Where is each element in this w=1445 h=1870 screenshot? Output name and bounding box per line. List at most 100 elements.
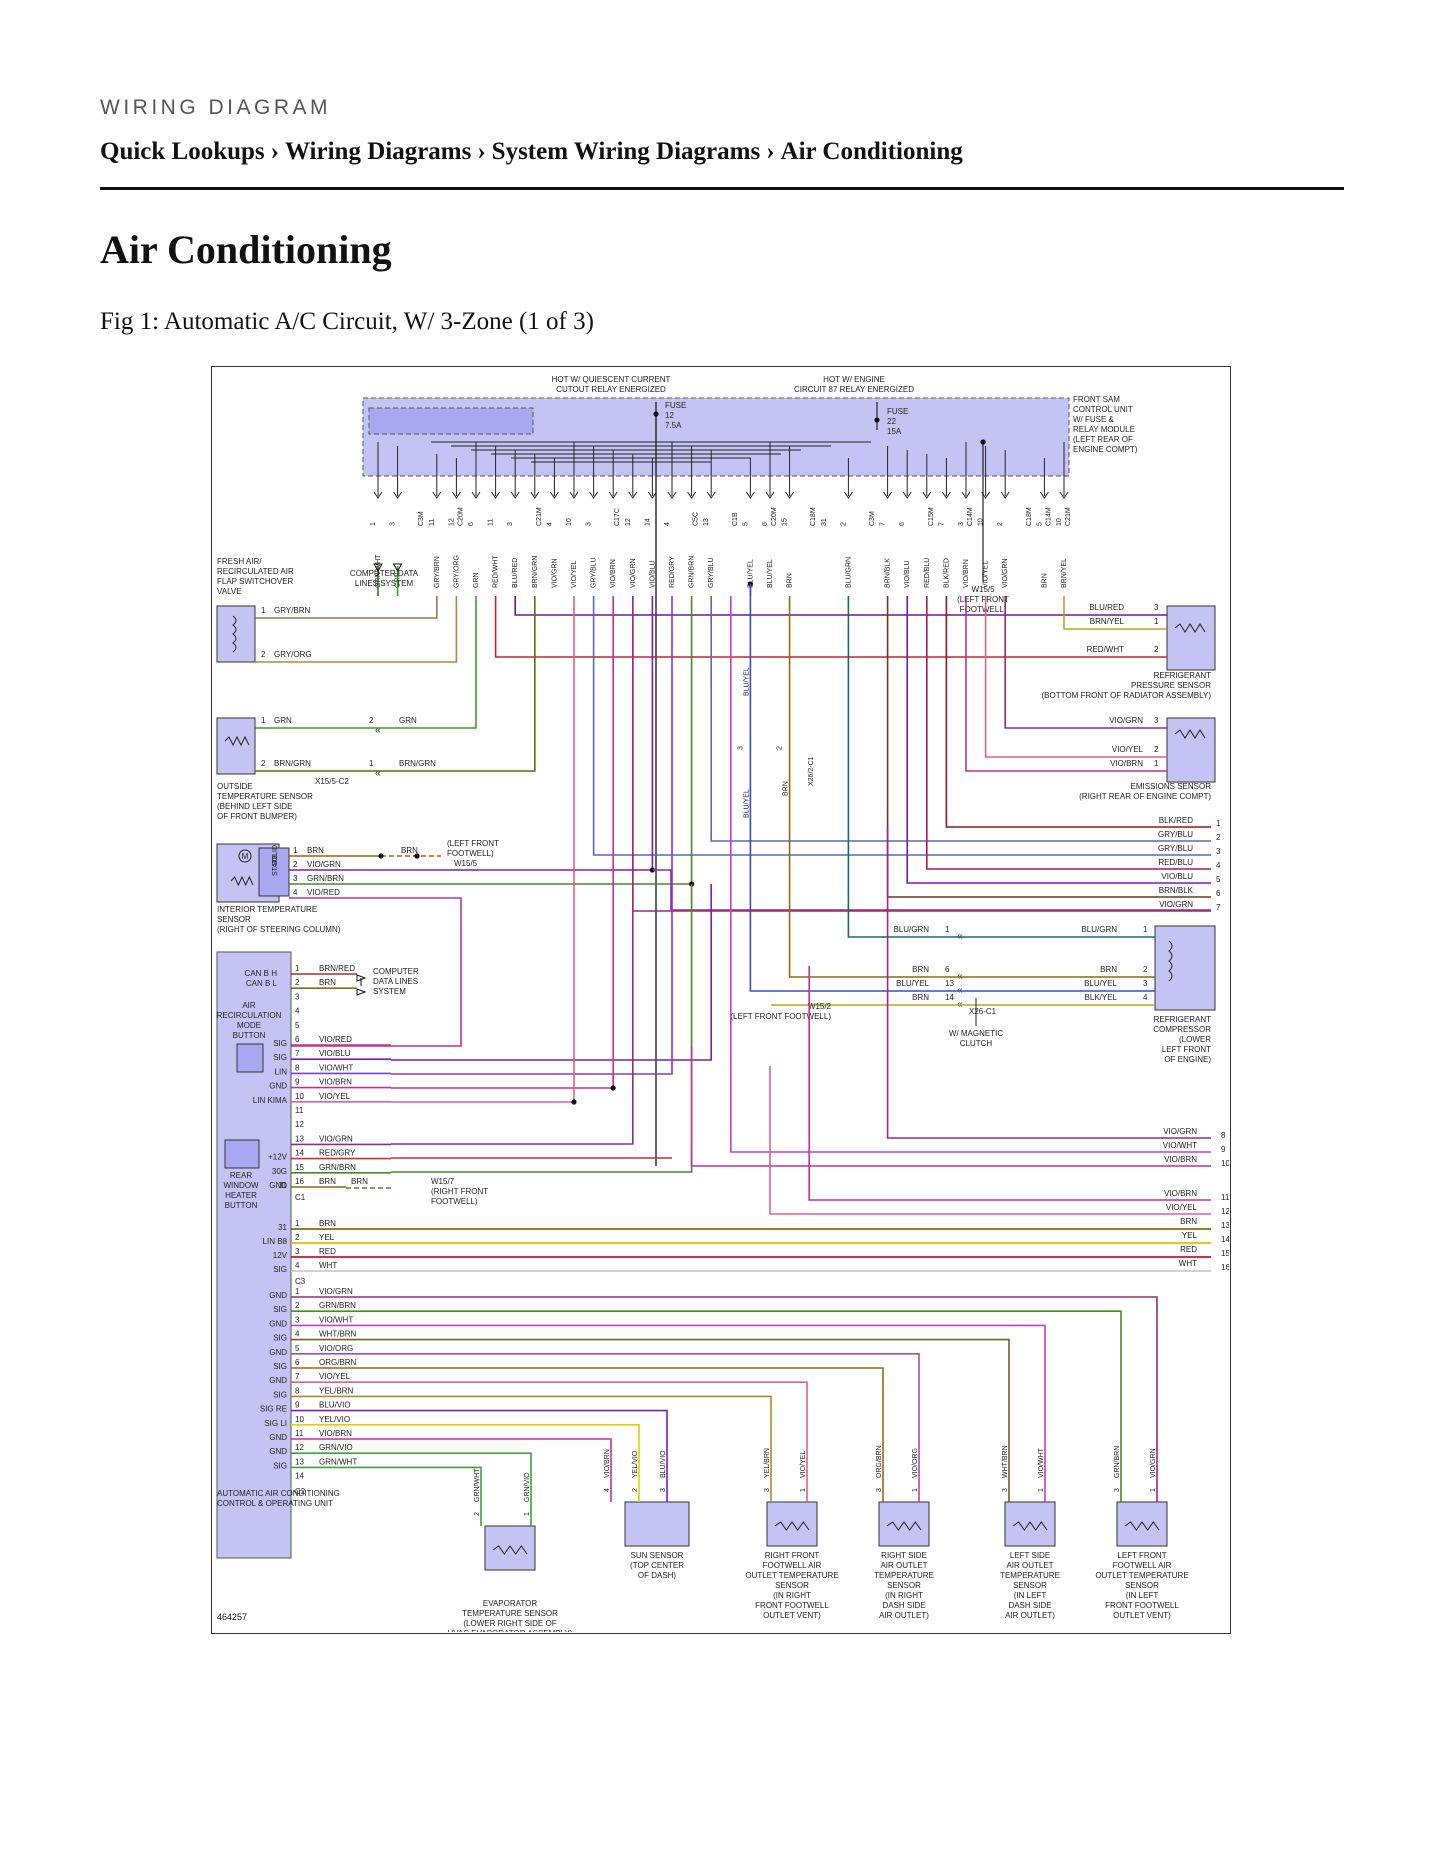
pin-number: 13: [295, 1457, 304, 1466]
terminal-number: 3: [1216, 847, 1221, 856]
wire-label: BLK/RED: [943, 558, 950, 588]
pin-chevron: [745, 491, 755, 499]
figure-caption: Fig 1: Automatic A/C Circuit, W/ 3-Zone …: [100, 308, 594, 335]
wire-label: BLU/YEL: [747, 559, 754, 588]
connector-id: C17C: [614, 508, 621, 526]
breadcrumb-item[interactable]: Quick Lookups: [100, 138, 265, 165]
diagram-label: W15/2: [808, 1002, 832, 1011]
diagram-label: (IN LEFT: [1126, 1591, 1159, 1600]
breadcrumb-item[interactable]: Wiring Diagrams: [285, 138, 472, 165]
wire-label: WHT/BRN: [319, 1330, 357, 1339]
pin-function-label: GND: [269, 1376, 287, 1385]
diagram-label: FOOTWELL): [431, 1197, 478, 1206]
wire-label: ORG/BRN: [876, 1445, 883, 1478]
diagram-label: CONTROL UNIT: [1073, 405, 1133, 414]
pin-function-label: GND: [269, 1348, 287, 1357]
wire-label: VIO/BLU: [319, 1049, 351, 1058]
wire-label: GRN/BRN: [319, 1163, 356, 1172]
diagram-label: SYSTEM: [373, 987, 406, 996]
diagram-label: LEFT FRONT: [1162, 1045, 1211, 1054]
sensor-resistor-icon: [886, 1521, 922, 1531]
wire-label: BLU/YEL: [743, 667, 750, 696]
pin-function-label: GND: [269, 1433, 287, 1442]
pin-number: 4: [664, 522, 671, 526]
diagram-label: LEFT SIDE: [1010, 1551, 1050, 1560]
wire-label: GRY/BLU: [1158, 844, 1193, 853]
breadcrumb-separator: ›: [766, 138, 775, 165]
pin-number: 1: [370, 522, 377, 526]
recirc-mode-button-icon: [236, 1043, 264, 1073]
rear-window-heater-button-icon: [224, 1139, 260, 1169]
terminal-number: 9: [1221, 1145, 1226, 1154]
diagram-label: FOOTWELL): [960, 605, 1007, 614]
wire-label: YEL/BRN: [319, 1386, 353, 1395]
wire-label: BLU/GRN: [845, 557, 852, 588]
fuse-dot: [653, 411, 659, 417]
wire-label: VIO/WHT: [319, 1315, 353, 1324]
diagram-label: AIR OUTLET: [880, 1561, 927, 1570]
pin-function-label: GND: [269, 1181, 287, 1190]
pin-number: 3: [1114, 1488, 1121, 1492]
wire-grn: [255, 596, 477, 729]
pin-number: 12: [448, 518, 455, 526]
pin-number: 3: [660, 1488, 667, 1492]
pin-number: 6: [945, 965, 950, 974]
wire-label: BRN: [351, 1177, 368, 1186]
pin-number: 3: [295, 1247, 300, 1256]
pin-chevron: [373, 491, 383, 499]
diagram-label: SUN SENSOR: [631, 1551, 684, 1560]
pin-number: 3: [295, 1315, 300, 1324]
diagram-label: TEMPERATURE: [1000, 1571, 1060, 1580]
compressor-clutch-coil-icon: [1168, 940, 1173, 982]
sensor-resistor-icon: [230, 875, 254, 887]
wire-label: WHT: [1179, 1259, 1197, 1268]
diagram-label: STATE: [272, 854, 279, 876]
diagram-label: W15/7: [431, 1177, 455, 1186]
emissions-sensor-box: [1166, 717, 1216, 783]
terminal-number: 10: [1221, 1159, 1229, 1168]
pin-function-label: SIG: [273, 1053, 287, 1062]
wire-label: GRN: [399, 716, 417, 725]
pin-chevron: [549, 491, 559, 499]
data-arrow-icon: [373, 563, 383, 573]
pin-number: 10: [295, 1415, 304, 1424]
pin-number: 1: [1154, 759, 1159, 768]
wire-label: VIO/WHT: [1038, 1447, 1045, 1478]
pin-chevron: [687, 491, 697, 499]
pin-number: 8: [295, 1063, 300, 1072]
pin-number: 3: [876, 1488, 883, 1492]
pin-number: 1: [800, 1488, 807, 1492]
wire-label: YEL: [319, 1233, 335, 1242]
pin-number: 2: [261, 759, 266, 768]
wire-label: BRN: [401, 846, 418, 855]
bottom-sensor-box: [766, 1501, 818, 1547]
diagram-label: LEFT FRONT: [1117, 1551, 1166, 1560]
pin-function-label: SIG: [273, 1334, 287, 1343]
pin-number: 1: [261, 606, 266, 615]
breadcrumb-item[interactable]: System Wiring Diagrams: [491, 138, 761, 165]
pin-number: 7: [295, 1049, 300, 1058]
pin-number: 1: [524, 1512, 531, 1516]
pin-number: 4: [295, 1007, 300, 1016]
wire-vio-grn: [289, 596, 654, 871]
pin-number: 7: [880, 522, 887, 526]
wire-label: BRN/YEL: [1090, 617, 1125, 626]
pin-number: 3: [1154, 716, 1159, 725]
wire-label: RED/GRY: [669, 556, 676, 588]
wire-label: VIO/BRN: [604, 1449, 611, 1478]
diagram-label: OUTLET VENT): [1113, 1611, 1171, 1620]
wire-vio-brn: [965, 596, 1167, 772]
wire-label: BRN: [1100, 965, 1117, 974]
wire-label: GRN/WHT: [319, 1457, 357, 1466]
pin-number: 15: [295, 1163, 304, 1172]
terminal-number: 13: [1221, 1221, 1229, 1230]
breadcrumb-item[interactable]: Air Conditioning: [780, 138, 963, 165]
wire-vio-brn: [391, 596, 614, 1089]
wire-label: BRN: [319, 1177, 336, 1186]
diagram-label: FRESH AIR/: [217, 557, 262, 566]
diagram-label: AIR: [242, 1001, 256, 1010]
pin-function-label: 31: [278, 1223, 287, 1232]
pin-number: 5: [295, 1021, 300, 1030]
diagram-label: CONTROL & OPERATING UNIT: [217, 1499, 333, 1508]
wire-label: BRN/GRN: [399, 759, 436, 768]
